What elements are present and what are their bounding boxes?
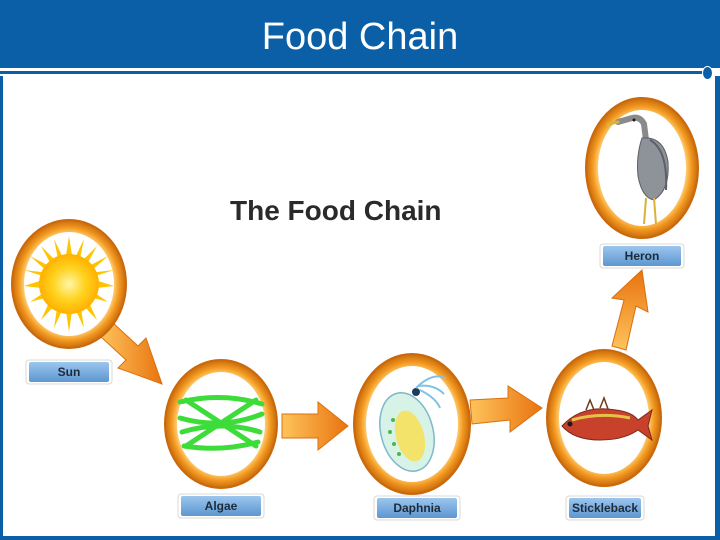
heron-label-box bbox=[603, 246, 681, 266]
sun-label-box bbox=[29, 362, 109, 382]
header-divider-line bbox=[0, 71, 708, 74]
frame-left-edge bbox=[0, 76, 3, 540]
node-sun: Sun bbox=[11, 219, 127, 385]
header-divider-gap bbox=[0, 68, 720, 72]
arrow-stickleback-to-heron bbox=[610, 268, 649, 351]
header-divider-dot bbox=[702, 66, 713, 80]
stickleback-icon bbox=[561, 395, 653, 442]
node-daphnia: Daphnia bbox=[353, 353, 471, 521]
frame-right-edge bbox=[715, 76, 720, 540]
sun-icon bbox=[24, 236, 114, 332]
algae-label: Algae bbox=[205, 499, 238, 513]
algae-label-box bbox=[181, 496, 261, 516]
arrow-sun-to-algae bbox=[99, 321, 163, 385]
node-stickleback: Stickleback bbox=[546, 349, 662, 521]
slide-header: Food Chain bbox=[0, 0, 720, 68]
node-algae: Algae bbox=[164, 359, 278, 519]
heron-label: Heron bbox=[625, 249, 660, 263]
node-heron: Heron bbox=[585, 97, 699, 269]
algae-icon bbox=[177, 395, 265, 451]
daphnia-label-box bbox=[377, 498, 457, 518]
diagram-title: The Food Chain bbox=[230, 195, 442, 226]
sun-label: Sun bbox=[58, 365, 81, 379]
frame-bottom-edge bbox=[0, 536, 720, 540]
arrow-daphnia-to-stickleback bbox=[469, 385, 543, 433]
stickleback-label-box bbox=[569, 498, 641, 518]
daphnia-label: Daphnia bbox=[393, 501, 441, 515]
heron-icon bbox=[606, 114, 669, 225]
stickleback-label: Stickleback bbox=[572, 501, 638, 515]
daphnia-icon bbox=[379, 375, 447, 472]
slide-title: Food Chain bbox=[261, 16, 459, 58]
arrow-algae-to-daphnia bbox=[281, 400, 349, 452]
